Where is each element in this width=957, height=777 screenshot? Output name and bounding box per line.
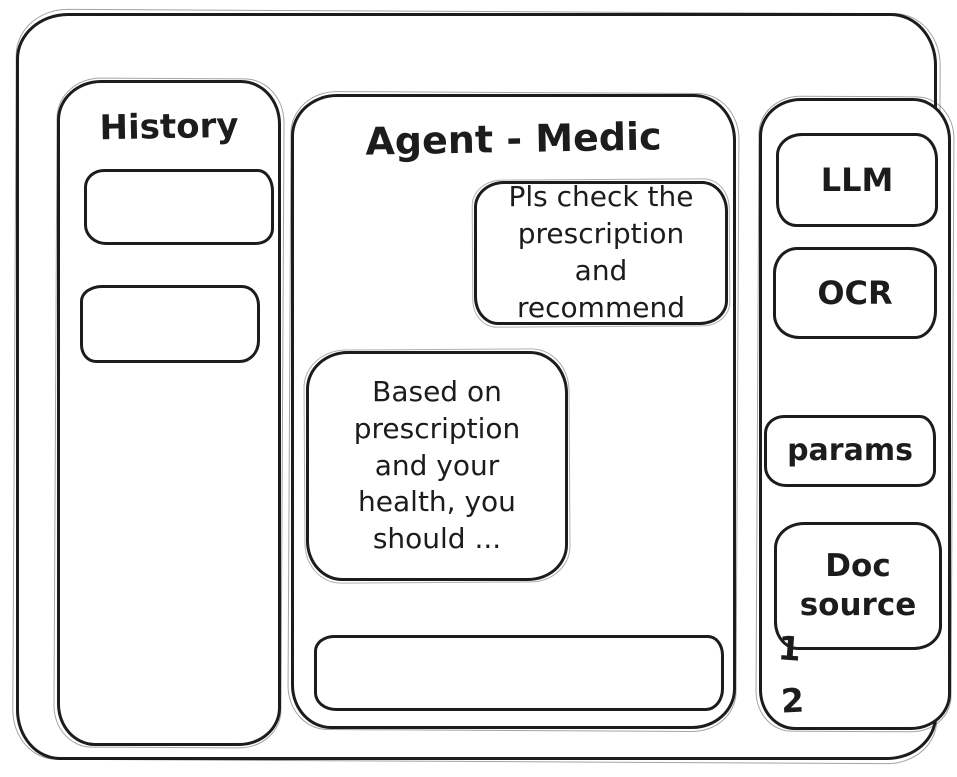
history-item[interactable] [80,285,260,363]
message-input[interactable] [314,635,724,711]
llm-button[interactable]: LLM [776,133,938,227]
params-button[interactable]: params [764,415,936,487]
history-panel: History [57,80,281,746]
doc-source-item-1[interactable]: 1 [776,628,803,669]
doc-source-item-2[interactable]: 2 [779,680,805,721]
ocr-button[interactable]: OCR [773,247,937,339]
app-frame: History Agent - Medic Pls check the pres… [16,13,951,760]
history-title: History [99,105,239,149]
doc-source-button[interactable]: Doc source [774,522,942,650]
user-message-bubble: Pls check the prescription and recommend [474,180,728,325]
chat-title: Agent - Medic [365,114,662,164]
chat-panel: Agent - Medic Pls check the prescription… [291,94,736,729]
history-item[interactable] [84,169,274,245]
assistant-message-bubble: Based on prescription and your health, y… [306,351,568,581]
tools-panel: LLM OCR params Doc source 1 2 [759,98,951,730]
